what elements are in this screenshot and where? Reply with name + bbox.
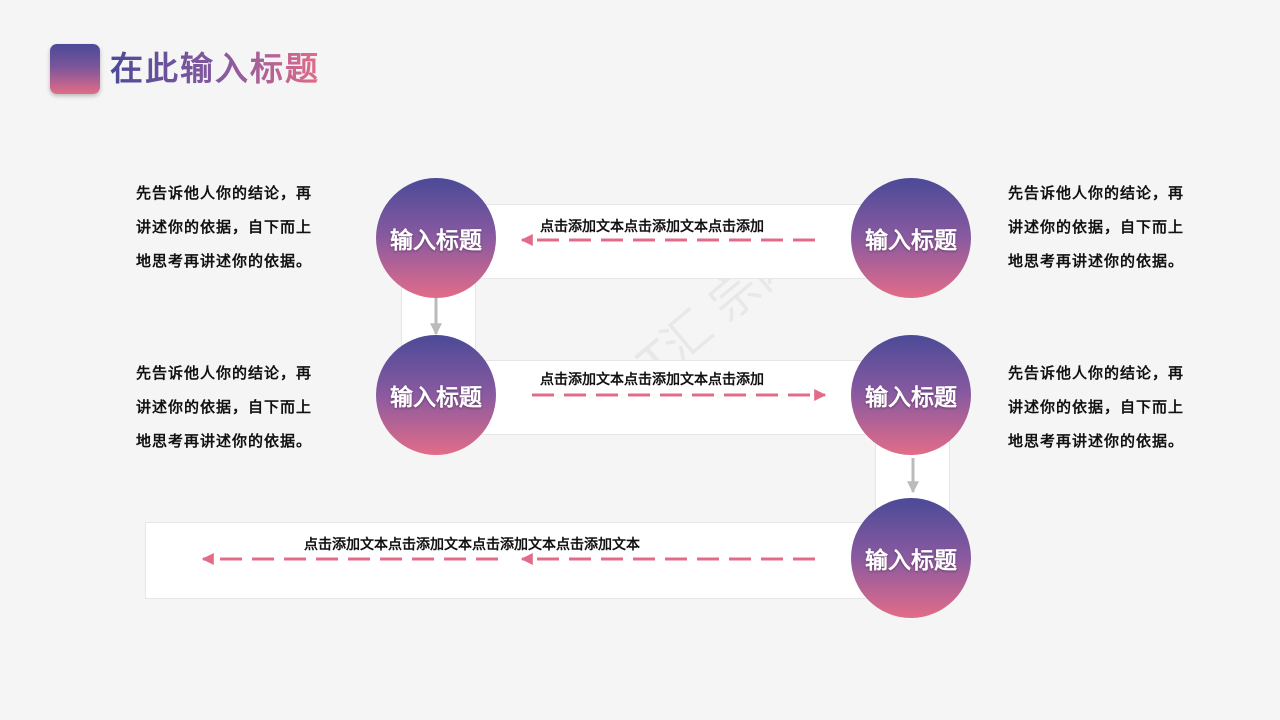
description-line: 讲述你的依据，自下而上 [1008, 218, 1185, 236]
description-top-right: 先告诉他人你的结论，再 讲述你的依据，自下而上 地思考再讲述你的依据。 [1008, 176, 1223, 278]
node-3: 输入标题 [376, 335, 496, 455]
link-text-3: 点击添加文本点击添加文本点击添加文本点击添加文本 [304, 537, 640, 553]
node-label: 输入标题 [865, 228, 957, 254]
description-line: 讲述你的依据，自下而上 [1008, 398, 1185, 416]
connector-band-2 [470, 360, 867, 435]
page-title: 在此输入标题 [110, 44, 320, 94]
description-line: 地思考再讲述你的依据。 [136, 252, 313, 270]
node-4: 输入标题 [851, 335, 971, 455]
node-1: 输入标题 [376, 178, 496, 298]
node-label: 输入标题 [865, 385, 957, 411]
description-line: 先告诉他人你的结论，再 [136, 184, 313, 202]
description-line: 地思考再讲述你的依据。 [1008, 252, 1185, 270]
description-line: 先告诉他人你的结论，再 [136, 364, 313, 382]
description-mid-left: 先告诉他人你的结论，再 讲述你的依据，自下而上 地思考再讲述你的依据。 [136, 356, 351, 458]
description-top-left: 先告诉他人你的结论，再 讲述你的依据，自下而上 地思考再讲述你的依据。 [136, 176, 351, 278]
node-5: 输入标题 [851, 498, 971, 618]
description-line: 先告诉他人你的结论，再 [1008, 184, 1185, 202]
description-line: 先告诉他人你的结论，再 [1008, 364, 1185, 382]
node-label: 输入标题 [390, 385, 482, 411]
description-line: 讲述你的依据，自下而上 [136, 398, 313, 416]
node-2: 输入标题 [851, 178, 971, 298]
description-line: 地思考再讲述你的依据。 [136, 432, 313, 450]
description-line: 地思考再讲述你的依据。 [1008, 432, 1185, 450]
node-label: 输入标题 [865, 548, 957, 574]
title-badge-icon [50, 44, 100, 94]
description-mid-right: 先告诉他人你的结论，再 讲述你的依据，自下而上 地思考再讲述你的依据。 [1008, 356, 1223, 458]
node-label: 输入标题 [390, 228, 482, 254]
link-text-2: 点击添加文本点击添加文本点击添加 [540, 372, 764, 388]
link-text-1: 点击添加文本点击添加文本点击添加 [540, 219, 764, 235]
description-line: 讲述你的依据，自下而上 [136, 218, 313, 236]
